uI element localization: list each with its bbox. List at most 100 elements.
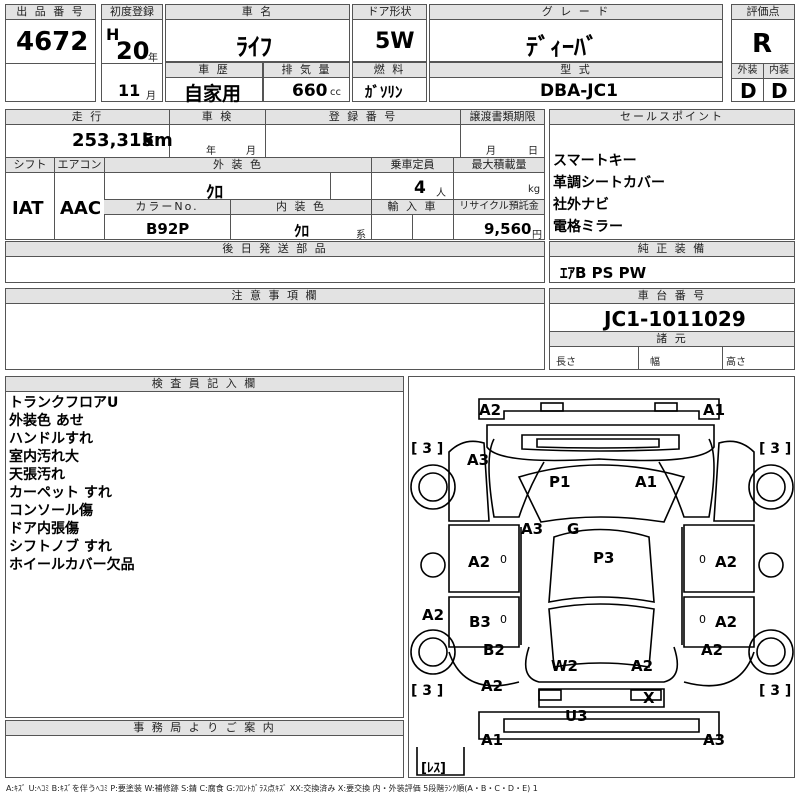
car-outline-diagram — [410, 398, 794, 776]
interior-grade: D — [771, 79, 788, 103]
inspection-label: 車 検 — [169, 110, 265, 125]
inspector-notes-label: 検 査 員 記 入 欄 — [6, 377, 403, 392]
right-front-door-code: A2 — [715, 553, 738, 571]
mileage-label: 走 行 — [6, 110, 169, 125]
hood-left-code: A3 — [467, 451, 490, 469]
left-fender-rear-code: A2 — [422, 606, 445, 624]
shift: IAT — [12, 198, 44, 219]
spec-label: 諸 元 — [550, 331, 794, 347]
int-color-label: 内 装 色 — [230, 200, 371, 215]
left-b3-code: B3 — [469, 613, 491, 631]
right-rear-door-code: A2 — [715, 613, 738, 631]
rear-w2-code: W2 — [551, 657, 578, 675]
capacity: 4 — [414, 178, 426, 198]
history-label: 車 歴 — [166, 63, 262, 78]
score: R — [752, 29, 773, 59]
lot-number-label: 出 品 番 号 — [6, 5, 95, 20]
later-parts-box: 後 日 発 送 部 品 — [5, 241, 545, 283]
later-parts-label: 後 日 発 送 部 品 — [6, 242, 544, 257]
fuel-label: 燃 料 — [353, 63, 426, 78]
transfer-month-unit: 月 — [486, 146, 496, 157]
model: DBA-JC1 — [540, 81, 618, 101]
capacity-label: 乗車定員 — [371, 158, 453, 173]
registration-month: 11 — [118, 81, 141, 100]
capacity-unit: 人 — [436, 188, 446, 199]
displacement-label: 排 気 量 — [264, 63, 349, 78]
roof-p3-code: P3 — [593, 549, 615, 567]
left-lower-code: A2 — [481, 677, 504, 695]
inspector-note: 天張汚れ — [9, 467, 65, 483]
history: 自家用 — [184, 83, 242, 105]
inspection-year-unit: 年 — [206, 146, 216, 157]
tire-rear-left: [ 3 ] — [411, 683, 444, 699]
sales-point: 社外ナビ — [553, 197, 609, 213]
spare-tire: [ﾚｽ] — [421, 761, 446, 776]
model-label: 型 式 — [430, 63, 722, 78]
caution-box: 注 意 事 項 欄 — [5, 288, 545, 370]
inspector-note: トランクフロアU — [9, 395, 119, 411]
inspector-note: ドア内張傷 — [9, 521, 79, 537]
grade-label: グ レ ー ド — [430, 5, 722, 20]
door-label: ドア形状 — [353, 5, 426, 20]
inspector-notes-box: 検 査 員 記 入 欄 トランクフロアU 外装色 あせ ハンドルすれ 室内汚れ大… — [5, 376, 404, 718]
transfer-day-unit: 日 — [528, 146, 538, 157]
score-box: 評価点 R 外装 内装 D D — [731, 4, 795, 103]
car-name-box: 車 名 ﾗｲﾌ — [165, 4, 350, 62]
sales-points-box: セールスポイント スマートキー 革調シートカバー 社外ナビ 電格ミラー — [549, 109, 795, 240]
windshield-a3-code: A3 — [521, 520, 544, 538]
import-label: 輸 入 車 — [371, 200, 453, 215]
chassis-box: 車 台 番 号 JC1-1011029 諸 元 長さ 幅 高さ — [549, 288, 795, 370]
chassis-label: 車 台 番 号 — [550, 289, 794, 304]
door-box: ドア形状 5W — [352, 4, 427, 62]
color-no: B92P — [146, 220, 190, 238]
first-registration-box: 初度登録 H 20 年 11 月 — [101, 4, 163, 102]
grade: ﾃﾞｨｰﾊﾞ — [526, 33, 598, 61]
sales-point: 電格ミラー — [553, 219, 623, 235]
glass-code: G — [567, 520, 580, 538]
max-load-label: 最大積載量 — [453, 158, 544, 173]
inspector-note: ホイールカバー欠品 — [9, 557, 135, 573]
max-load-unit: kg — [528, 184, 541, 195]
mileage: 253,315 — [72, 130, 154, 151]
month-unit: 月 — [146, 91, 156, 102]
spec-length: 長さ — [556, 357, 576, 368]
inspector-note: ハンドルすれ — [9, 431, 93, 447]
exterior-grade: D — [740, 79, 757, 103]
inspector-note: カーペット すれ — [9, 485, 112, 501]
color-no-label: カラーNo. — [104, 200, 230, 215]
rear-x-code: X — [643, 689, 655, 707]
inspection-month-unit: 月 — [246, 146, 256, 157]
office-box: 事 務 局 よ り ご 案 内 — [5, 720, 404, 778]
int-color: ｸﾛ — [294, 222, 310, 240]
mileage-unit: km — [142, 130, 173, 151]
front-right-bumper-code: A1 — [703, 401, 726, 419]
car-name: ﾗｲﾌ — [236, 33, 272, 61]
interior-label: 内装 — [763, 64, 794, 79]
exterior-label: 外装 — [732, 64, 763, 79]
era: H — [106, 25, 120, 44]
spec-height: 高さ — [726, 357, 746, 368]
sales-point: 革調シートカバー — [553, 175, 665, 191]
inspector-note: シフトノブ すれ — [9, 539, 112, 555]
damage-diagram-box: A2 A1 A3 P1 A1 A3 G P3 A2 A2 A2 B3 A2 B2… — [408, 376, 795, 778]
shift-label: シフト — [6, 158, 54, 173]
left-zero-1: 0 — [500, 553, 507, 566]
right-quarter-code: A2 — [701, 641, 724, 659]
left-front-door-code: A2 — [468, 553, 491, 571]
year-unit: 年 — [148, 53, 158, 64]
tire-front-left: [ 3 ] — [411, 441, 444, 457]
inspector-note: コンソール傷 — [9, 503, 93, 519]
lot-number: 4672 — [16, 27, 89, 57]
sales-point: スマートキー — [553, 153, 637, 169]
first-registration-label: 初度登録 — [102, 5, 162, 20]
rear-right-bumper-code: A3 — [703, 731, 726, 749]
roof-a1-code: A1 — [635, 473, 658, 491]
tire-front-right: [ 3 ] — [759, 441, 792, 457]
inspector-notes-list: トランクフロアU 外装色 あせ ハンドルすれ 室内汚れ大 天張汚れ カーペット … — [9, 394, 135, 574]
caution-label: 注 意 事 項 欄 — [6, 289, 544, 304]
displacement-unit: cc — [330, 87, 341, 98]
left-b2-code: B2 — [483, 641, 505, 659]
vehicle-details-box: 走 行 車 検 登 録 番 号 譲渡書類期限 253,315 km 年 月 月 … — [5, 109, 545, 241]
inspector-note: 外装色 あせ — [9, 413, 84, 429]
ac-label: エアコン — [54, 158, 104, 173]
